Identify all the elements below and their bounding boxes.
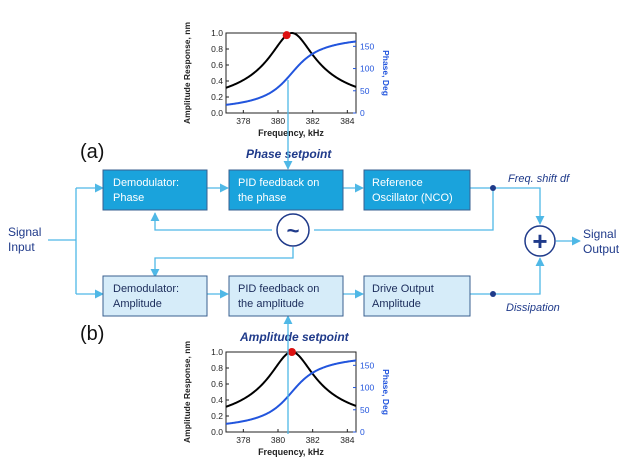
part-b-label: (b) xyxy=(80,323,104,345)
block-demodulator-phase: Demodulator: Phase xyxy=(102,169,208,211)
chart-top-x-ticks: 378 380 382 384 xyxy=(236,110,355,126)
x-tick-label: 384 xyxy=(340,116,354,126)
dissipation-to-summer xyxy=(470,257,545,295)
y2-tick-label: 150 xyxy=(360,360,374,370)
summer-symbol: + xyxy=(524,225,556,257)
freq-shift-to-summer xyxy=(470,187,545,225)
chart-amplitude-response: 378 380 382 384 0.0 0.2 0.4 0.6 0.8 1.0 0 50 100 15… xyxy=(182,341,391,457)
nco-to-oscillator xyxy=(314,188,494,231)
amplitude-setpoint-label: Amplitude setpoint xyxy=(239,330,350,344)
block-label-line: Amplitude xyxy=(113,298,162,310)
signal-input-label-line: Signal xyxy=(8,225,41,239)
x-axis-label: Frequency, kHz xyxy=(258,128,324,138)
chart-top-y2-ticks: 0 50 100 150 xyxy=(353,41,374,118)
signal-input-label-line: Input xyxy=(8,240,35,254)
block-drive-output: Drive Output Amplitude xyxy=(363,275,471,317)
y2-tick-label: 100 xyxy=(360,64,374,74)
y2-axis-label: Phase, Deg xyxy=(381,369,391,415)
block-label-line: PID feedback on xyxy=(238,283,319,295)
block-pid-phase: PID feedback on the phase xyxy=(228,169,344,211)
setpoint-marker xyxy=(282,31,291,40)
y-tick-label: 1.0 xyxy=(211,28,223,38)
phase-series-line xyxy=(225,40,357,106)
signal-wires xyxy=(48,80,581,434)
block-label-line: Phase xyxy=(113,192,144,204)
oscillator-tilde: ~ xyxy=(287,218,300,243)
y-tick-label: 0.6 xyxy=(211,60,223,70)
block-reference-oscillator: Reference Oscillator (NCO) xyxy=(363,169,471,211)
signal-output-label-line: Output xyxy=(583,242,620,256)
y-tick-label: 1.0 xyxy=(211,347,223,357)
block-demodulator-amplitude: Demodulator: Amplitude xyxy=(102,275,208,317)
junction-dot xyxy=(490,185,496,191)
signal-output-label-line: Signal xyxy=(583,227,616,241)
y2-tick-label: 150 xyxy=(360,41,374,51)
y-tick-label: 0.2 xyxy=(211,411,223,421)
x-tick-label: 382 xyxy=(306,116,320,126)
y-tick-label: 0.8 xyxy=(211,363,223,373)
chart-bottom-x-ticks: 378 380 382 384 xyxy=(236,429,355,445)
block-label-line: Demodulator: xyxy=(113,177,179,189)
block-label-line: the phase xyxy=(238,192,286,204)
y-tick-label: 0.4 xyxy=(211,76,223,86)
y-tick-label: 0.4 xyxy=(211,395,223,405)
block-label-line: Oscillator (NCO) xyxy=(372,192,453,204)
amplitude-series-line xyxy=(225,31,357,89)
chart-bottom-y-ticks: 0.0 0.2 0.4 0.6 0.8 1.0 xyxy=(211,347,229,437)
block-label-line: Drive Output xyxy=(372,283,434,295)
y-tick-label: 0.6 xyxy=(211,379,223,389)
dissipation-label: Dissipation xyxy=(506,302,560,314)
y-tick-label: 0.0 xyxy=(211,108,223,118)
phase-series-line xyxy=(225,359,357,425)
chart-bottom-y2-ticks: 0 50 100 150 xyxy=(353,360,374,437)
block-label-line: the amplitude xyxy=(238,298,304,310)
y-axis-label: Amplitude Response, nm xyxy=(182,341,192,443)
freq-shift-label: Freq. shift df xyxy=(508,173,570,185)
oscillator-to-demod-amp xyxy=(150,247,294,278)
setpoint-marker xyxy=(287,348,296,356)
x-tick-label: 382 xyxy=(306,435,320,445)
x-tick-label: 380 xyxy=(271,435,285,445)
oscillator-symbol: ~ xyxy=(276,213,310,247)
chart-top-y-ticks: 0.0 0.2 0.4 0.6 0.8 1.0 xyxy=(211,28,229,118)
block-label-line: Amplitude xyxy=(372,298,421,310)
y2-axis-label: Phase, Deg xyxy=(381,50,391,96)
chart-phase-response: 378 380 382 384 0.0 0.2 0.4 0.6 0.8 1.0 0 50 100 15… xyxy=(182,22,391,138)
phase-setpoint-label: Phase setpoint xyxy=(246,147,332,161)
block-pid-amplitude: PID feedback on the amplitude xyxy=(228,275,344,317)
y2-tick-label: 0 xyxy=(360,427,365,437)
y-axis-label: Amplitude Response, nm xyxy=(182,22,192,124)
junction-dot xyxy=(490,291,496,297)
y-tick-label: 0.0 xyxy=(211,427,223,437)
y2-tick-label: 50 xyxy=(360,86,370,96)
x-tick-label: 384 xyxy=(340,435,354,445)
x-axis-label: Frequency, kHz xyxy=(258,447,324,457)
x-tick-label: 378 xyxy=(236,116,250,126)
oscillator-to-demod-phase xyxy=(150,212,272,231)
block-label-line: PID feedback on xyxy=(238,177,319,189)
y-tick-label: 0.8 xyxy=(211,44,223,54)
part-a-label: (a) xyxy=(80,141,104,163)
x-tick-label: 378 xyxy=(236,435,250,445)
x-tick-label: 380 xyxy=(271,116,285,126)
block-label-line: Demodulator: xyxy=(113,283,179,295)
block-label-line: Reference xyxy=(372,177,423,189)
summer-plus: + xyxy=(532,226,547,256)
y2-tick-label: 100 xyxy=(360,383,374,393)
y2-tick-label: 0 xyxy=(360,108,365,118)
y2-tick-label: 50 xyxy=(360,405,370,415)
y-tick-label: 0.2 xyxy=(211,92,223,102)
